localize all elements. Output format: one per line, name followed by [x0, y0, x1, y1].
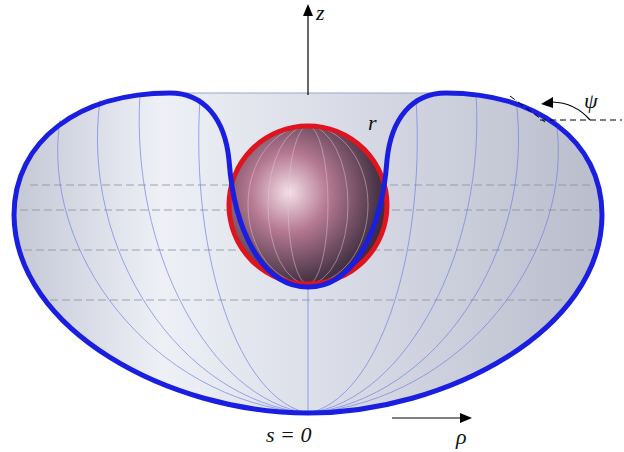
axis-label: ρ	[456, 426, 467, 448]
radius-label: r	[368, 112, 377, 134]
angle-label: ψ	[584, 90, 598, 112]
rho-axis	[392, 417, 462, 418]
z-arrowhead	[303, 4, 313, 16]
angle-arrowhead	[541, 97, 553, 108]
horizontal-reference	[540, 120, 622, 121]
z-axis	[307, 14, 308, 95]
rho-arrowhead	[460, 413, 472, 423]
meridian-lines	[58, 94, 559, 413]
sphere-outline	[229, 126, 387, 284]
membrane-surface	[14, 93, 602, 413]
sphere-meridians	[248, 126, 368, 284]
membrane-profile	[14, 93, 602, 413]
arc-length-label: s = 0	[266, 424, 311, 446]
particle-sphere	[229, 126, 387, 284]
tangent-line	[510, 96, 545, 122]
axis-label: z	[316, 2, 325, 24]
